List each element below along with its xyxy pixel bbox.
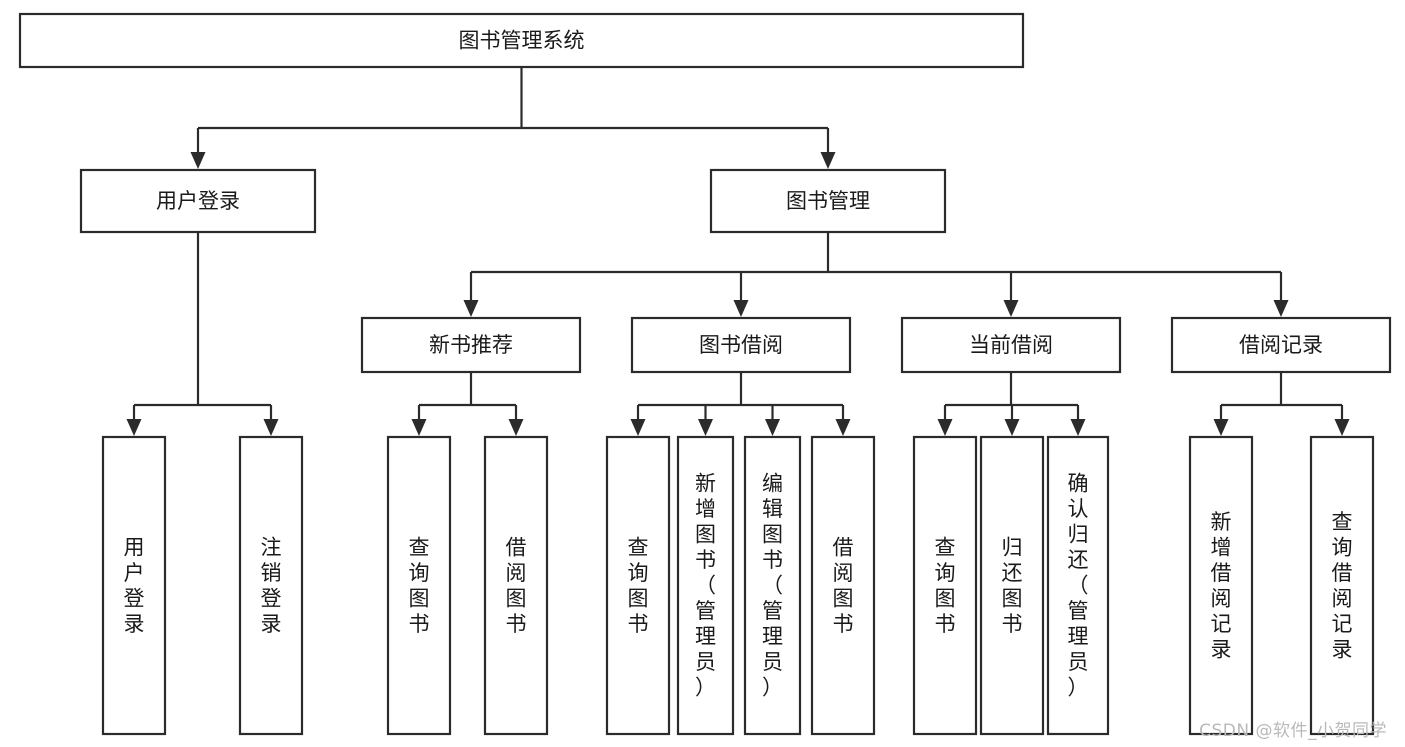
node-box-user-login-do[interactable] <box>101 435 167 736</box>
node-br-add-record[interactable]: 新增借阅记录 <box>1188 435 1254 736</box>
arrow-down-icon <box>1273 300 1289 317</box>
arrow-down-icon <box>765 419 780 436</box>
node-box-bb-borrow-book[interactable] <box>810 435 876 736</box>
arrow-down-icon <box>126 419 142 436</box>
node-nb-query-book[interactable]: 查询图书 <box>386 435 452 736</box>
node-book-management[interactable]: 图书管理 <box>709 168 947 234</box>
node-box-br-query-record[interactable] <box>1309 435 1375 736</box>
node-box-nb-borrow-book[interactable] <box>483 435 549 736</box>
node-user-logout[interactable]: 注销登录 <box>238 435 304 736</box>
node-box-bb-query-book[interactable] <box>605 435 671 736</box>
node-box-new-book-recommend[interactable] <box>360 316 582 374</box>
node-label-new-book-recommend: 新书推荐 <box>429 333 513 357</box>
node-label-user-login: 用户登录 <box>156 189 240 213</box>
arrow-down-icon <box>508 419 524 436</box>
arrow-down-icon <box>1004 419 1020 436</box>
diagram-nodes: 图书管理系统用户登录图书管理用户登录注销登录新书推荐图书借阅当前借阅借阅记录查询… <box>18 12 1392 736</box>
node-box-cb-return-book[interactable] <box>979 435 1045 736</box>
node-box-book-borrow[interactable] <box>630 316 852 374</box>
node-bb-query-book[interactable]: 查询图书 <box>605 435 671 736</box>
node-bb-borrow-book[interactable]: 借阅图书 <box>810 435 876 736</box>
node-book-borrow[interactable]: 图书借阅 <box>630 316 852 374</box>
node-label-book-management: 图书管理 <box>786 189 870 213</box>
node-label-cb-return-book: 归还图书 <box>1002 535 1023 636</box>
arrow-down-icon <box>630 419 646 436</box>
node-box-nb-query-book[interactable] <box>386 435 452 736</box>
arrow-down-icon <box>937 419 953 436</box>
node-box-root[interactable] <box>18 12 1025 69</box>
arrow-down-icon <box>190 152 206 169</box>
node-box-borrow-records[interactable] <box>1170 316 1392 374</box>
node-label-root: 图书管理系统 <box>459 29 585 53</box>
arrow-down-icon <box>733 300 749 317</box>
node-box-current-borrow[interactable] <box>900 316 1122 374</box>
node-box-book-management[interactable] <box>709 168 947 234</box>
node-current-borrow[interactable]: 当前借阅 <box>900 316 1122 374</box>
node-cb-confirm-return[interactable]: 确认归还（管理员） <box>1046 435 1110 736</box>
node-bb-add-book[interactable]: 新增图书（管理员） <box>676 435 735 736</box>
node-box-user-logout[interactable] <box>238 435 304 736</box>
node-label-bb-query-book: 查询图书 <box>628 535 649 636</box>
arrow-down-icon <box>263 419 279 436</box>
arrow-down-icon <box>1003 300 1019 317</box>
node-box-cb-query-book[interactable] <box>912 435 978 736</box>
node-label-br-query-record: 查询借阅记录 <box>1332 510 1353 662</box>
node-label-book-borrow: 图书借阅 <box>699 333 783 357</box>
arrow-down-icon <box>463 300 479 317</box>
node-label-cb-confirm-return: 确认归还（管理员） <box>1068 472 1089 700</box>
arrow-down-icon <box>698 419 713 436</box>
node-cb-return-book[interactable]: 归还图书 <box>979 435 1045 736</box>
node-box-bb-add-book[interactable] <box>676 435 735 736</box>
arrow-down-icon <box>1334 419 1350 436</box>
arrow-down-icon <box>1070 419 1086 436</box>
node-label-br-add-record: 新增借阅记录 <box>1211 510 1232 662</box>
arrow-down-icon <box>820 152 836 169</box>
node-box-cb-confirm-return[interactable] <box>1046 435 1110 736</box>
node-root[interactable]: 图书管理系统 <box>18 12 1025 69</box>
node-br-query-record[interactable]: 查询借阅记录 <box>1309 435 1375 736</box>
node-user-login-do[interactable]: 用户登录 <box>101 435 167 736</box>
node-new-book-recommend[interactable]: 新书推荐 <box>360 316 582 374</box>
node-label-bb-add-book: 新增图书（管理员） <box>695 472 716 700</box>
node-box-bb-edit-book[interactable] <box>743 435 802 736</box>
node-bb-edit-book[interactable]: 编辑图书（管理员） <box>743 435 802 736</box>
node-box-user-login[interactable] <box>79 168 317 234</box>
node-nb-borrow-book[interactable]: 借阅图书 <box>483 435 549 736</box>
node-label-current-borrow: 当前借阅 <box>969 333 1053 357</box>
node-box-br-add-record[interactable] <box>1188 435 1254 736</box>
node-label-nb-borrow-book: 借阅图书 <box>506 535 527 636</box>
arrow-down-icon <box>1213 419 1229 436</box>
node-label-borrow-records: 借阅记录 <box>1239 333 1323 357</box>
node-label-user-logout: 注销登录 <box>261 535 282 636</box>
node-label-nb-query-book: 查询图书 <box>409 535 430 636</box>
arrow-down-icon <box>411 419 427 436</box>
node-label-user-login-do: 用户登录 <box>124 535 145 636</box>
connector-lines <box>126 67 1350 436</box>
node-label-bb-borrow-book: 借阅图书 <box>833 535 854 636</box>
node-label-cb-query-book: 查询图书 <box>935 535 956 636</box>
node-borrow-records[interactable]: 借阅记录 <box>1170 316 1392 374</box>
node-label-bb-edit-book: 编辑图书（管理员） <box>762 472 783 700</box>
node-cb-query-book[interactable]: 查询图书 <box>912 435 978 736</box>
node-user-login[interactable]: 用户登录 <box>79 168 317 234</box>
arrow-down-icon <box>835 419 851 436</box>
